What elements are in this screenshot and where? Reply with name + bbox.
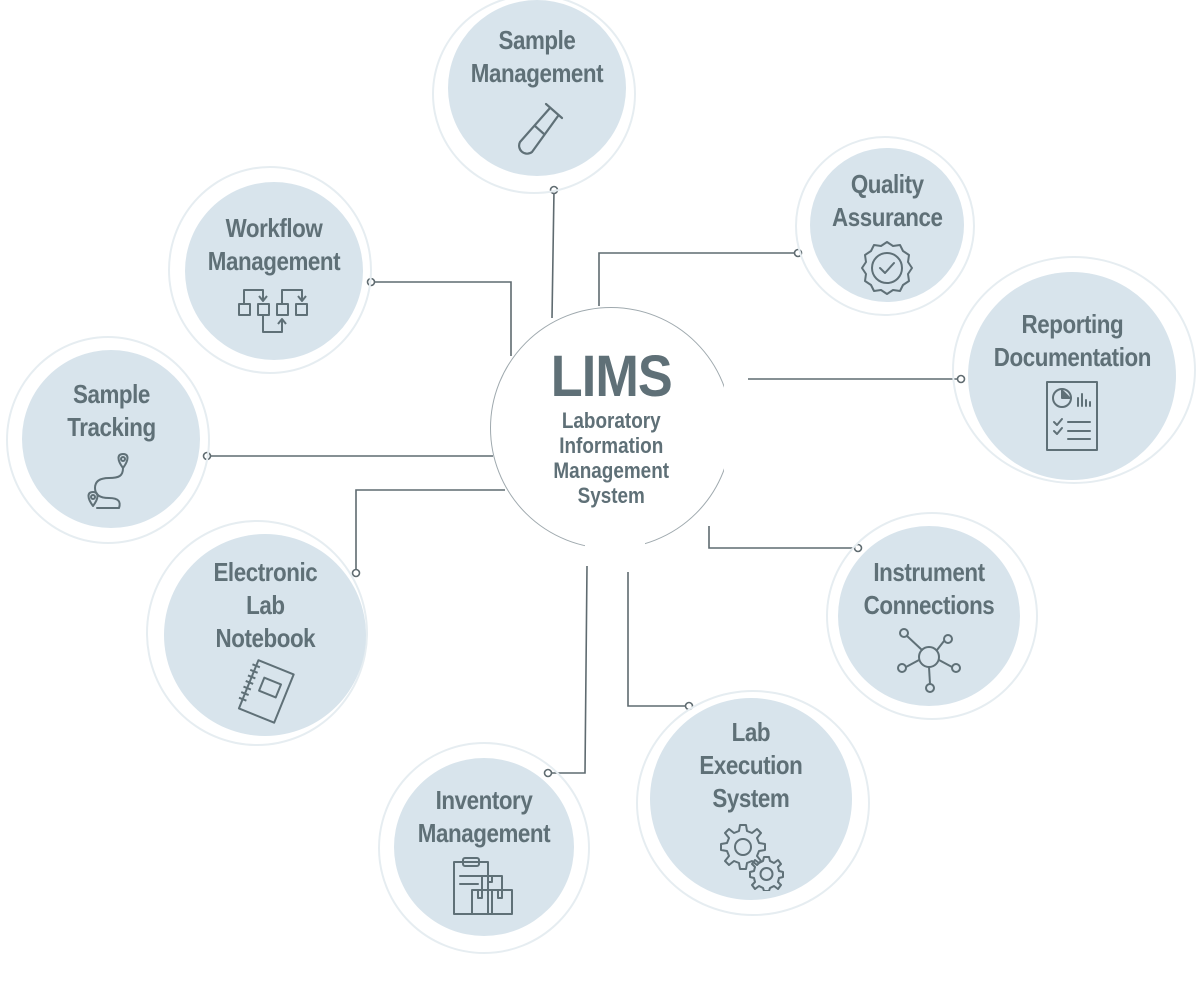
center-gap bbox=[585, 540, 645, 562]
node-title: Lab Execution System bbox=[700, 716, 803, 815]
lims-subtitle-line: Laboratory bbox=[561, 408, 661, 433]
connector-inventory-management bbox=[548, 565, 588, 774]
connector-dot bbox=[202, 451, 212, 461]
connector-instrument-connections bbox=[708, 526, 858, 549]
node-electronic-lab-notebook: Electronic Lab Notebook bbox=[164, 534, 366, 736]
node-title-line: Quality bbox=[850, 169, 924, 199]
node-reporting-documentation: Reporting Documentation bbox=[968, 272, 1176, 480]
connector-sample-management bbox=[551, 189, 555, 319]
gears-icon bbox=[716, 821, 786, 891]
connector-dot bbox=[853, 543, 863, 553]
node-title: Sample Management bbox=[470, 24, 604, 90]
node-title-line: Execution bbox=[699, 750, 803, 780]
node-lab-execution-system: Lab Execution System bbox=[650, 698, 852, 900]
connector-dot bbox=[684, 701, 694, 711]
connector-workflow-management bbox=[371, 281, 512, 356]
workflow-icon bbox=[234, 284, 314, 340]
network-icon bbox=[894, 624, 964, 694]
node-title-line: Lab bbox=[245, 590, 285, 620]
node-title-line: Tracking bbox=[66, 412, 156, 442]
node-title-line: Notebook bbox=[215, 623, 315, 653]
connector-quality-assurance bbox=[598, 252, 798, 306]
connector-electronic-lab-notebook bbox=[355, 489, 505, 573]
connector-dot bbox=[543, 768, 553, 778]
node-title: Quality Assurance bbox=[831, 168, 943, 234]
report-icon bbox=[1044, 380, 1100, 452]
test-tube-icon bbox=[502, 98, 572, 158]
node-title-line: Sample bbox=[498, 25, 576, 55]
lims-subtitle-line: Management bbox=[553, 458, 669, 483]
lims-title: LIMS bbox=[550, 344, 672, 409]
node-title-line: Management bbox=[207, 246, 341, 276]
node-instrument-connections: Instrument Connections bbox=[838, 526, 1020, 706]
node-title: Instrument Connections bbox=[864, 556, 995, 622]
badge-check-icon bbox=[857, 238, 917, 298]
node-title: Reporting Documentation bbox=[993, 308, 1151, 374]
lims-subtitle-line: Information bbox=[558, 433, 664, 458]
node-title-line: Lab bbox=[731, 717, 771, 747]
lims-subtitle-line: System bbox=[577, 483, 645, 508]
connector-dot bbox=[793, 248, 803, 258]
lims-subtitle: Laboratory Information Management System bbox=[553, 408, 669, 508]
route-icon bbox=[83, 450, 139, 514]
node-title-line: Workflow bbox=[225, 213, 323, 243]
node-title-line: Management bbox=[417, 818, 551, 848]
node-quality-assurance: Quality Assurance bbox=[810, 148, 964, 302]
connector-dot bbox=[956, 374, 966, 384]
node-title-line: Reporting bbox=[1021, 309, 1123, 339]
node-title-line: Electronic bbox=[213, 557, 317, 587]
connector-dot bbox=[351, 568, 361, 578]
node-title-line: Instrument bbox=[873, 557, 985, 587]
connector-lab-execution-system bbox=[627, 572, 689, 707]
center-gap bbox=[724, 360, 748, 540]
node-title-line: Assurance bbox=[831, 202, 943, 232]
node-title: Inventory Management bbox=[417, 784, 551, 850]
node-workflow-management: Workflow Management bbox=[185, 182, 363, 360]
node-title-line: System bbox=[712, 783, 790, 813]
node-title-line: Connections bbox=[863, 590, 995, 620]
node-sample-tracking: Sample Tracking bbox=[22, 350, 200, 528]
node-sample-management: Sample Management bbox=[448, 0, 626, 176]
connector-dot bbox=[549, 185, 559, 195]
node-title-line: Management bbox=[470, 58, 604, 88]
clipboard-boxes-icon bbox=[448, 856, 520, 918]
lims-center-circle: LIMS Laboratory Information Management S… bbox=[490, 307, 732, 549]
node-title: Sample Tracking bbox=[67, 378, 156, 444]
node-title-line: Sample bbox=[72, 379, 150, 409]
node-title-line: Inventory bbox=[435, 785, 533, 815]
node-title-line: Documentation bbox=[993, 342, 1151, 372]
node-title: Workflow Management bbox=[207, 212, 341, 278]
notebook-icon bbox=[233, 659, 297, 725]
node-inventory-management: Inventory Management bbox=[394, 758, 574, 936]
connector-dot bbox=[366, 277, 376, 287]
node-title: Electronic Lab Notebook bbox=[213, 556, 317, 655]
